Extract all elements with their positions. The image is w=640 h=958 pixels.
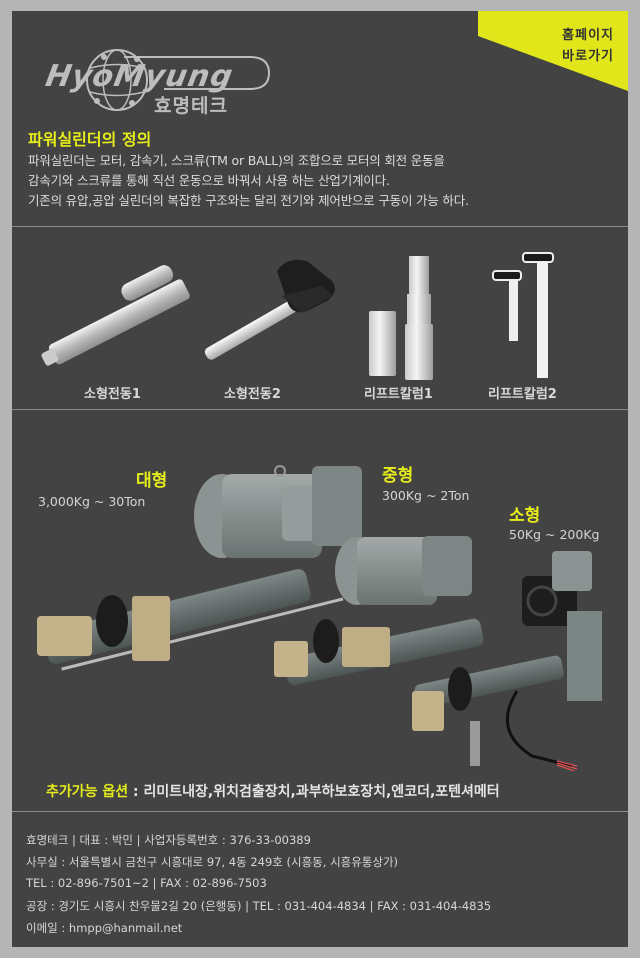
homepage-link[interactable]: 홈페이지 바로가기 bbox=[478, 11, 628, 91]
product-label-lift-column-2[interactable]: 리프트칼럼2 bbox=[488, 387, 557, 402]
lift-column-2-image[interactable] bbox=[487, 251, 567, 381]
options-line: 추가가능 옵션 : 리미트내장,위치검출장치,과부하보호장치,엔코더,포텐셔메터 bbox=[46, 781, 500, 801]
small-size-title: 소형 bbox=[509, 506, 541, 526]
homepage-link-label: 홈페이지 바로가기 bbox=[562, 25, 614, 67]
footer-office-phone: TEL : 02-896-7501~2 | FAX : 02-896-7503 bbox=[26, 876, 267, 890]
divider-1 bbox=[12, 226, 628, 227]
medium-size-range: 300Kg ~ 2Ton bbox=[382, 488, 470, 503]
company-logo[interactable]: HyoMyung 효명테크 bbox=[34, 39, 274, 119]
definition-line-3: 기존의 유압,공압 실린더의 복잡한 구조와는 달리 전기와 제어반으로 구동이… bbox=[28, 193, 469, 208]
definition-line-2: 감속기와 스크류를 통해 직선 운동으로 바꿔서 사용 하는 산업기계이다. bbox=[28, 173, 390, 188]
definition-title: 파워실린더의 정의 bbox=[28, 130, 152, 149]
small-electric-actuator-2-image[interactable] bbox=[182, 251, 352, 371]
homepage-link-line1: 홈페이지 bbox=[562, 28, 614, 43]
yellow-corner-shape bbox=[478, 11, 628, 91]
lift-column-1-image[interactable] bbox=[367, 256, 457, 381]
divider-2 bbox=[12, 409, 628, 410]
logo-wordmark: HyoMyung bbox=[42, 59, 236, 94]
definition-line-1: 파워실린더는 모터, 감속기, 스크류(TM or BALL)의 조합으로 모터… bbox=[28, 153, 445, 168]
footer-factory-info: 공장 : 경기도 시흥시 찬우물2길 20 (은행동) | TEL : 031-… bbox=[26, 899, 492, 913]
medium-size-title: 중형 bbox=[382, 466, 414, 486]
power-cylinder-machinery-image bbox=[37, 465, 602, 771]
footer-company-info: 효명테크 | 대표 : 박민 | 사업자등록번호 : 376-33-00389 bbox=[26, 833, 311, 847]
divider-3 bbox=[12, 811, 628, 812]
logo-subtitle: 효명테크 bbox=[154, 95, 228, 117]
large-size-range: 3,000Kg ~ 30Ton bbox=[38, 494, 146, 509]
footer-office-address: 사무실 : 서울특별시 금천구 시흥대로 97, 4동 249호 (시흥동, 시… bbox=[26, 855, 399, 869]
small-size-range: 50Kg ~ 200Kg bbox=[509, 527, 600, 542]
logo-swoosh bbox=[124, 56, 271, 90]
product-label-small-electric-2[interactable]: 소형전동2 bbox=[224, 387, 281, 402]
options-label: 추가가능 옵션 bbox=[46, 784, 129, 800]
small-electric-actuator-1-image[interactable] bbox=[32, 261, 212, 371]
product-label-small-electric-1[interactable]: 소형전동1 bbox=[84, 387, 141, 402]
homepage-link-line2: 바로가기 bbox=[562, 49, 614, 64]
footer-email[interactable]: 이메일 : hmpp@hanmail.net bbox=[26, 921, 183, 935]
large-size-title: 대형 bbox=[136, 471, 168, 491]
page-panel: HyoMyung 효명테크 홈페이지 바로가기 파워실린더의 정의 파워실린더는… bbox=[12, 11, 628, 947]
options-value: 리미트내장,위치검출장치,과부하보호장치,엔코더,포텐셔메터 bbox=[143, 784, 500, 800]
product-label-lift-column-1[interactable]: 리프트칼럼1 bbox=[364, 387, 433, 402]
options-separator: : bbox=[128, 784, 144, 800]
